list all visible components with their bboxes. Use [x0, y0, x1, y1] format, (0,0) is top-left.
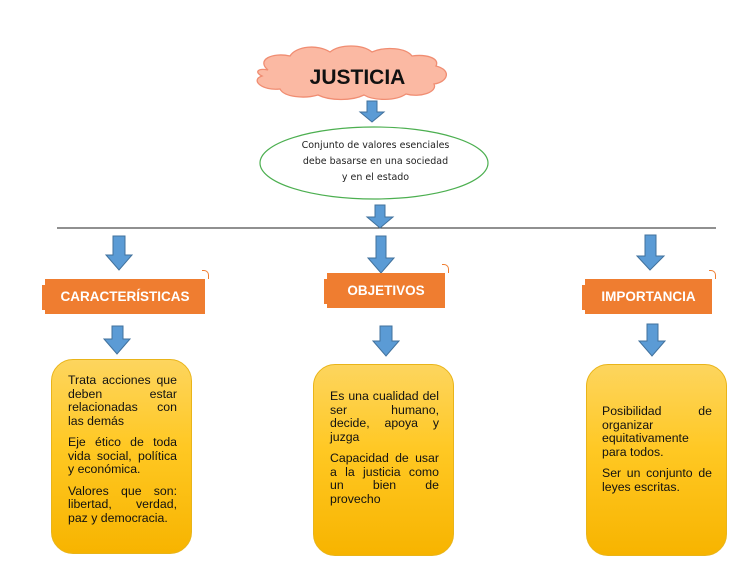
- box-item: Posibilidad de organizar equitativamente…: [602, 404, 712, 459]
- arrow-down-icon: [371, 325, 401, 357]
- box-caracteristicas: Trata acciones que deben estar relaciona…: [51, 359, 192, 554]
- box-item: Eje ético de toda vida social, política …: [68, 435, 177, 476]
- definition-line: debe basarse en una sociedad: [302, 156, 449, 167]
- tab-label: OBJETIVOS: [347, 283, 425, 298]
- arrow-down-icon: [358, 100, 386, 123]
- arrow-down-icon: [365, 204, 395, 229]
- box-item: Capacidad de usar a la justicia como un …: [330, 451, 439, 506]
- box-item: Ser un conjunto de leyes escritas.: [602, 466, 712, 494]
- arrow-down-icon: [637, 323, 667, 357]
- title: JUSTICIA: [309, 66, 406, 89]
- tab-label: IMPORTANCIA: [601, 289, 696, 304]
- box-item: Valores que son: libertad, verdad, paz y…: [68, 483, 177, 525]
- title-cloud: [256, 45, 447, 101]
- box-item: Es una cualidad del ser humano, decide, …: [330, 389, 439, 444]
- arrow-down-icon: [366, 235, 396, 274]
- tab-label: CARACTERÍSTICAS: [60, 289, 190, 304]
- tab-importancia: IMPORTANCIA: [582, 270, 716, 314]
- arrow-down-icon: [635, 234, 666, 271]
- definition-ellipse: [259, 126, 489, 200]
- definition-text: Conjunto de valores esenciales debe basa…: [288, 138, 463, 186]
- arrow-down-icon: [102, 325, 132, 355]
- tab-objetivos: OBJETIVOS: [324, 264, 449, 308]
- arrow-down-icon: [104, 235, 134, 271]
- box-objetivos: Es una cualidad del ser humano, decide, …: [313, 364, 454, 556]
- definition-line: y en el estado: [341, 172, 410, 183]
- box-item: Trata acciones que deben estar relaciona…: [68, 373, 177, 428]
- definition-line: Conjunto de valores esenciales: [301, 140, 450, 151]
- tab-caracteristicas: CARACTERÍSTICAS: [42, 270, 209, 314]
- box-importancia: Posibilidad de organizar equitativamente…: [586, 364, 727, 556]
